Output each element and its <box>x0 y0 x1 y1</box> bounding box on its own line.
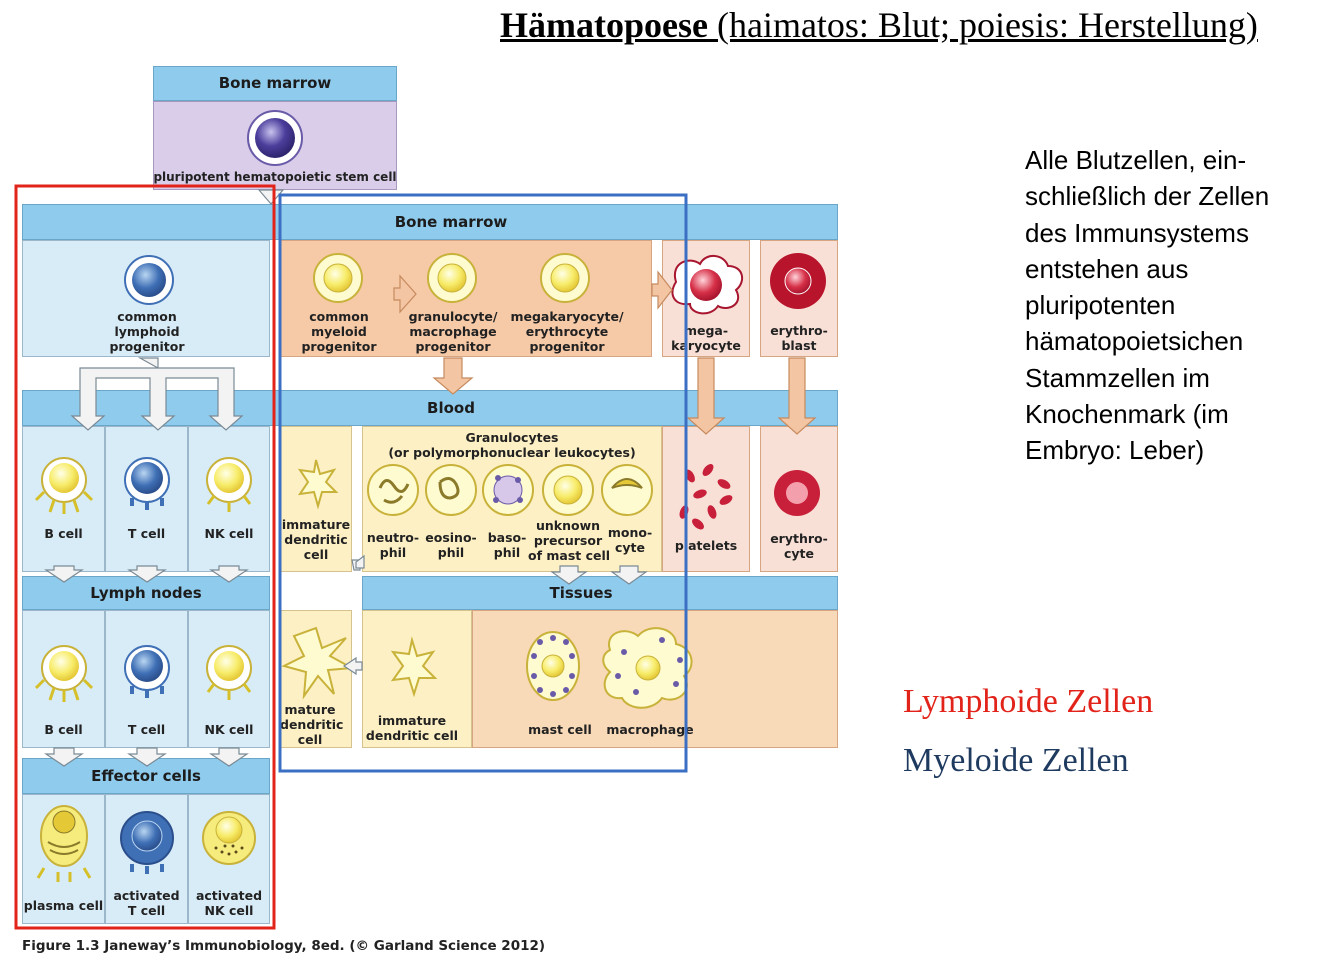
t-cell-icon <box>124 457 170 510</box>
mep-icon <box>540 253 590 303</box>
nk-cell-label: NK cell <box>204 526 254 541</box>
clp-icon <box>124 255 174 305</box>
page-title: Hämatopoese (haimatos: Blut; poiesis: He… <box>500 4 1258 46</box>
basophil-icon <box>482 464 534 516</box>
immature-dc-tissue-icon <box>390 636 438 698</box>
lymphoid-box <box>14 184 276 930</box>
gmp-icon <box>427 253 477 303</box>
header-tissues: Tissues <box>362 576 838 610</box>
nk-cell-ln-panel <box>188 610 270 748</box>
activated-t-icon <box>120 811 174 874</box>
erythrocyte-label: erythro- cyte <box>770 531 828 561</box>
activated-nk-icon <box>202 811 256 865</box>
b-cell-ln-label: B cell <box>44 722 83 737</box>
erythroblast-label: erythro- blast <box>770 323 828 353</box>
platelets-panel <box>662 426 750 572</box>
clp-label: common lymphoid progenitor <box>109 309 185 354</box>
basophil-label: baso- phil <box>487 530 527 560</box>
t-cell-ln-label: T cell <box>127 722 166 737</box>
immature-dc-tissue-label: immature dendritic cell <box>365 713 459 743</box>
legend-myeloid: Myeloide Zellen <box>903 742 1129 779</box>
header-tissues-label: Tissues <box>549 584 613 602</box>
nk-cell-icon <box>206 457 252 512</box>
legend-lymphoid: Lymphoide Zellen <box>903 683 1154 720</box>
gmp-label: granulocyte/ macrophage progenitor <box>408 309 498 354</box>
mature-dc-label: mature dendritic cell <box>280 702 344 747</box>
nk-cell-ln-label: NK cell <box>204 722 254 737</box>
immature-dc-icon <box>297 459 339 510</box>
eosinophil-icon <box>425 464 477 516</box>
macrophage-icon <box>602 627 693 709</box>
header-blood-label: Blood <box>427 399 475 417</box>
eosinophil-label: eosino- phil <box>425 530 477 560</box>
immature-dc-label: immature dendritic cell <box>281 517 351 562</box>
megakaryocyte-icon <box>671 255 744 315</box>
monocyte-icon <box>601 464 653 516</box>
activated-nk-label: activated NK cell <box>195 888 263 918</box>
header-bone-marrow-label: Bone marrow <box>394 213 508 231</box>
figure-caption: Figure 1.3 Janeway’s Immunobiology, 8ed.… <box>22 938 546 954</box>
header-lymph-nodes-label: Lymph nodes <box>90 584 202 602</box>
mast-cell-label: mast cell <box>528 722 592 737</box>
description-text: Alle Blutzellen, ein- schließlich der Ze… <box>1025 145 1270 466</box>
macrophage-label: macrophage <box>606 722 694 737</box>
nk-cell-ln-icon <box>206 645 252 700</box>
title-main: Hämatopoese <box>500 5 708 45</box>
stem-cell-label: pluripotent hematopoietic stem cell <box>153 170 397 184</box>
b-cell-icon <box>34 457 94 514</box>
unknown-precursor-label: unknown precursor of mast cell <box>528 518 611 563</box>
t-cell-label: T cell <box>127 526 166 541</box>
stem-cell-icon <box>247 110 303 166</box>
neutrophil-icon <box>367 464 419 516</box>
mep-label: megakaryocyte/ erythrocyte progenitor <box>510 309 624 354</box>
megakaryocyte-label: mega- karyocyte <box>671 323 741 353</box>
plasma-cell-label: plasma cell <box>23 898 104 913</box>
neutrophil-label: neutro- phil <box>366 530 420 560</box>
myeloid-arrows <box>393 270 817 435</box>
cmp-label: common myeloid progenitor <box>301 309 377 354</box>
platelets-icon <box>679 464 733 530</box>
erythrocyte-icon <box>774 470 820 516</box>
unknown-precursor-icon <box>542 464 594 516</box>
plasma-cell-icon <box>36 805 92 882</box>
mast-cell-icon <box>526 631 580 701</box>
t-cell-ln-icon <box>124 645 170 698</box>
erythroblast-icon <box>770 253 826 309</box>
myeloid-box <box>278 193 688 773</box>
monocyte-label: mono- cyte <box>607 525 653 555</box>
header-bone-marrow-top: Bone marrow <box>153 66 397 101</box>
mature-dc-icon <box>281 626 356 700</box>
cmp-icon <box>313 253 363 303</box>
platelets-label: platelets <box>674 538 738 553</box>
title-subtitle: (haimatos: Blut; poiesis: Herstellung) <box>707 5 1258 45</box>
activated-t-label: activated T cell <box>113 888 180 918</box>
b-cell-label: B cell <box>44 526 83 541</box>
header-bone-marrow-top-label: Bone marrow <box>218 74 332 92</box>
header-bone-marrow: Bone marrow <box>22 204 838 240</box>
header-effector-label: Effector cells <box>91 767 201 785</box>
flow-arrows <box>44 189 648 767</box>
b-cell-ln-icon <box>34 645 94 702</box>
granulocytes-label: Granulocytes (or polymorphonuclear leuko… <box>388 430 636 460</box>
